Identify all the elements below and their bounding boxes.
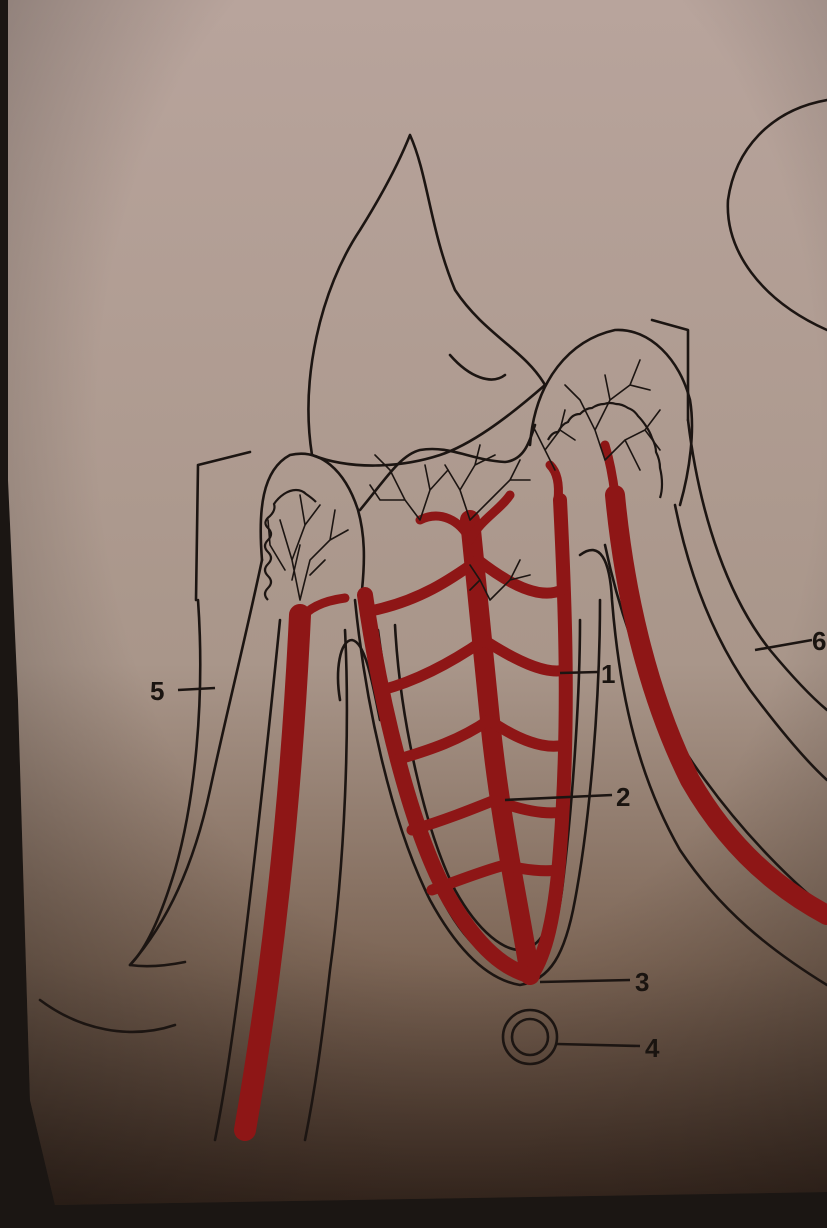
label-5: 5 xyxy=(150,676,164,706)
label-6: 6 xyxy=(812,626,826,656)
label-4: 4 xyxy=(645,1033,660,1063)
label-2: 2 xyxy=(616,782,630,812)
leader-1 xyxy=(560,672,598,673)
label-3: 3 xyxy=(635,967,649,997)
label-1: 1 xyxy=(601,659,615,689)
